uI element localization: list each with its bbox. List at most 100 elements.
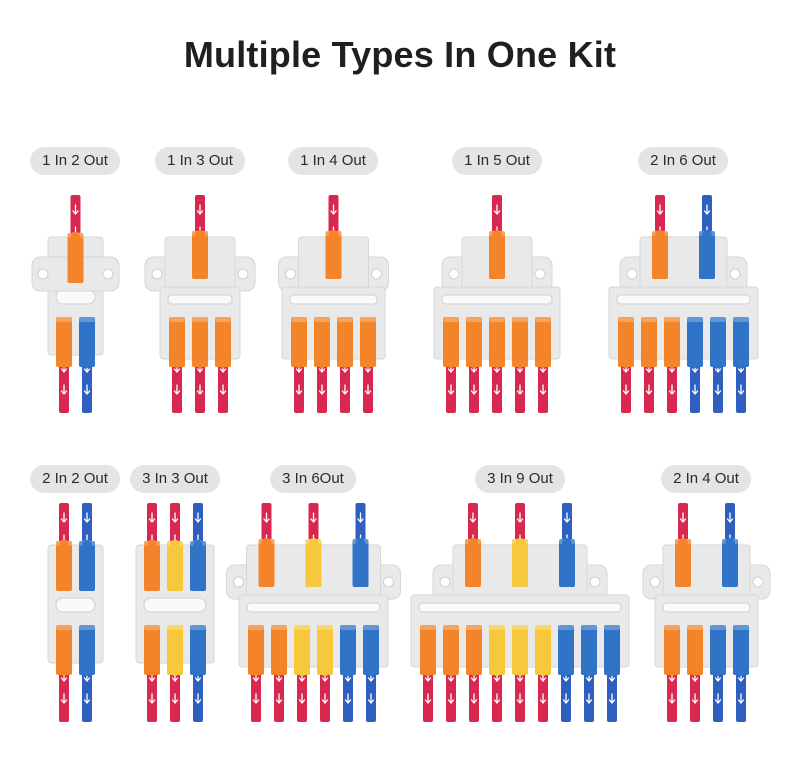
output-lever[interactable] bbox=[489, 625, 505, 676]
output-wire bbox=[620, 353, 631, 413]
input-lever[interactable] bbox=[167, 540, 183, 591]
connector-housing bbox=[642, 544, 770, 668]
input-lever[interactable] bbox=[67, 232, 83, 283]
output-lever[interactable] bbox=[489, 317, 505, 368]
output-wire bbox=[250, 662, 261, 722]
output-lever[interactable] bbox=[420, 625, 436, 676]
connector-kit bbox=[135, 503, 215, 722]
output-lever[interactable] bbox=[640, 317, 657, 368]
output-wire bbox=[193, 662, 203, 722]
output-lever[interactable] bbox=[535, 625, 551, 676]
input-lever[interactable] bbox=[674, 538, 691, 587]
output-wire bbox=[365, 662, 376, 722]
input-lever[interactable] bbox=[698, 230, 715, 279]
output-lever[interactable] bbox=[144, 625, 160, 676]
output-lever[interactable] bbox=[443, 625, 459, 676]
input-lever[interactable] bbox=[144, 540, 160, 591]
connector-label: 3 In 9 Out bbox=[475, 465, 565, 493]
output-lever[interactable] bbox=[362, 625, 379, 676]
connector-label: 1 In 2 Out bbox=[30, 147, 120, 175]
output-lever[interactable] bbox=[336, 317, 353, 368]
output-lever[interactable] bbox=[663, 317, 680, 368]
connector-kit bbox=[225, 503, 401, 722]
output-lever[interactable] bbox=[443, 317, 459, 368]
input-lever[interactable] bbox=[258, 538, 274, 587]
output-lever[interactable] bbox=[270, 625, 287, 676]
output-wire bbox=[735, 662, 746, 722]
output-wire bbox=[170, 662, 180, 722]
output-lever[interactable] bbox=[604, 625, 620, 676]
input-lever[interactable] bbox=[559, 538, 575, 587]
output-lever[interactable] bbox=[535, 317, 551, 368]
output-lever[interactable] bbox=[316, 625, 333, 676]
output-lever[interactable] bbox=[167, 625, 183, 676]
output-lever[interactable] bbox=[339, 625, 356, 676]
output-lever[interactable] bbox=[55, 317, 72, 368]
output-lever[interactable] bbox=[190, 625, 206, 676]
output-lever[interactable] bbox=[290, 317, 307, 368]
output-lever[interactable] bbox=[466, 625, 482, 676]
output-wire bbox=[58, 662, 69, 722]
input-lever[interactable] bbox=[721, 538, 738, 587]
connector-kit bbox=[410, 503, 630, 722]
input-lever[interactable] bbox=[78, 540, 95, 591]
output-lever[interactable] bbox=[247, 625, 264, 676]
output-lever[interactable] bbox=[359, 317, 376, 368]
output-wire bbox=[735, 353, 746, 413]
output-lever[interactable] bbox=[215, 317, 231, 368]
output-lever[interactable] bbox=[617, 317, 634, 368]
output-lever[interactable] bbox=[686, 317, 703, 368]
output-lever[interactable] bbox=[55, 625, 72, 676]
connector-label: 1 In 4 Out bbox=[288, 147, 378, 175]
page-title: Multiple Types In One Kit bbox=[183, 34, 617, 75]
output-lever[interactable] bbox=[581, 625, 597, 676]
input-lever[interactable] bbox=[465, 538, 481, 587]
output-lever[interactable] bbox=[558, 625, 574, 676]
input-lever[interactable] bbox=[305, 538, 321, 587]
output-lever[interactable] bbox=[512, 625, 528, 676]
output-lever[interactable] bbox=[169, 317, 185, 368]
connector-kit bbox=[144, 195, 256, 413]
output-lever[interactable] bbox=[78, 317, 95, 368]
output-wire bbox=[147, 662, 157, 722]
input-lever[interactable] bbox=[55, 540, 72, 591]
connector-label: 3 In 6Out bbox=[270, 465, 356, 493]
output-wire bbox=[58, 353, 69, 413]
output-wire bbox=[515, 353, 525, 413]
output-lever[interactable] bbox=[512, 317, 528, 368]
connector-kit bbox=[433, 195, 561, 413]
input-lever[interactable] bbox=[325, 230, 341, 279]
input-lever[interactable] bbox=[352, 538, 368, 587]
output-lever[interactable] bbox=[313, 317, 330, 368]
output-lever[interactable] bbox=[709, 317, 726, 368]
connector-label: 1 In 5 Out bbox=[452, 147, 542, 175]
connector-kit bbox=[608, 195, 758, 413]
output-wire bbox=[666, 662, 677, 722]
output-wire bbox=[689, 662, 700, 722]
output-lever[interactable] bbox=[686, 625, 703, 676]
output-wire bbox=[342, 662, 353, 722]
connector-kit bbox=[642, 503, 770, 722]
output-wire bbox=[446, 662, 456, 722]
input-lever[interactable] bbox=[651, 230, 668, 279]
output-wire bbox=[172, 353, 182, 413]
output-lever[interactable] bbox=[192, 317, 208, 368]
output-lever[interactable] bbox=[293, 625, 310, 676]
output-lever[interactable] bbox=[732, 317, 749, 368]
input-lever[interactable] bbox=[192, 230, 208, 279]
output-wire bbox=[296, 662, 307, 722]
connector-kit bbox=[47, 503, 103, 722]
output-lever[interactable] bbox=[709, 625, 726, 676]
output-lever[interactable] bbox=[732, 625, 749, 676]
output-lever[interactable] bbox=[78, 625, 95, 676]
input-lever[interactable] bbox=[489, 230, 505, 279]
output-lever[interactable] bbox=[663, 625, 680, 676]
input-lever[interactable] bbox=[512, 538, 528, 587]
connector-label: 2 In 2 Out bbox=[30, 465, 120, 493]
output-wire bbox=[561, 662, 571, 722]
connector-kit bbox=[277, 195, 389, 413]
input-lever[interactable] bbox=[190, 540, 206, 591]
connector-label: 1 In 3 Out bbox=[155, 147, 245, 175]
output-lever[interactable] bbox=[466, 317, 482, 368]
output-wire bbox=[584, 662, 594, 722]
